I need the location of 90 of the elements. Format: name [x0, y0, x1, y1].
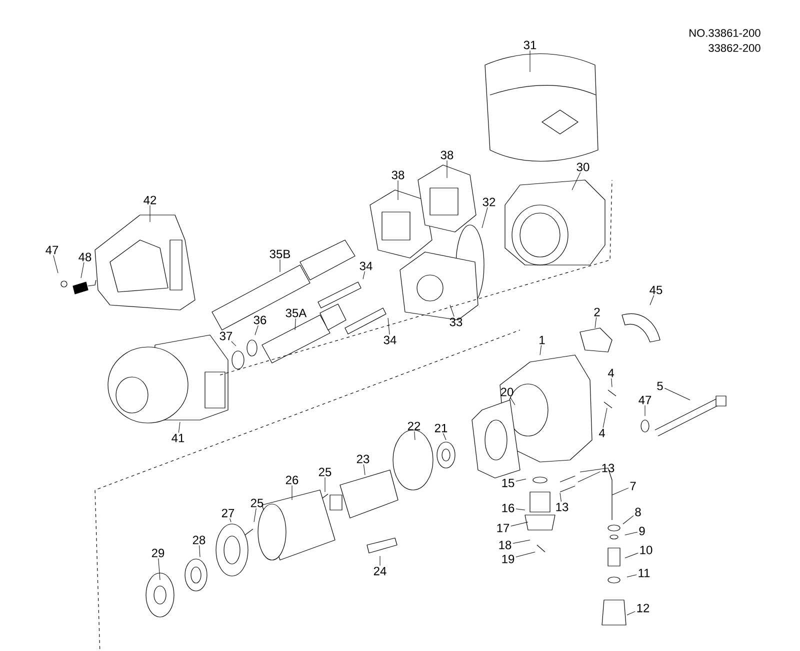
leader-line: [231, 341, 236, 346]
callout-number: 1: [540, 336, 545, 344]
callout-number: 29: [152, 548, 164, 558]
leader-line: [602, 408, 608, 428]
callout-number: 15: [502, 478, 514, 488]
callout-number: 11: [638, 568, 650, 578]
leader-line: [664, 388, 690, 400]
leader-line: [510, 397, 516, 406]
leader-line: [540, 345, 542, 356]
callout-number: 19: [502, 554, 514, 564]
leader-line: [254, 325, 258, 336]
leader-line: [626, 574, 637, 578]
leader-line: [254, 508, 256, 522]
callout-number: 4: [608, 368, 614, 378]
callout-number: 9: [639, 526, 645, 536]
leader-line: [446, 160, 448, 178]
part-number: 33862-200: [708, 44, 760, 52]
callout-number: 7: [630, 482, 636, 490]
leader-line: [158, 558, 160, 580]
callout-number: 2: [594, 308, 600, 316]
callout-number: 34: [360, 262, 372, 270]
leader-line: [578, 471, 600, 482]
callout-number: 34: [384, 336, 396, 344]
leader-line: [363, 464, 366, 476]
part-number: NO.33861-200: [690, 29, 760, 37]
callout-number: 12: [637, 604, 650, 612]
callout-number: 36: [254, 316, 266, 324]
leader-line: [612, 488, 629, 496]
callout-number: 45: [650, 286, 662, 294]
callout-number: 8: [635, 508, 641, 516]
callout-number: 38: [440, 150, 454, 160]
callout-number: 32: [482, 198, 496, 206]
leader-line: [516, 478, 526, 482]
leader-line: [516, 508, 526, 510]
callout-number: 13: [556, 502, 568, 512]
callout-number: 48: [78, 252, 92, 262]
callout-number: 47: [638, 396, 652, 404]
callout-number: 20: [500, 388, 514, 396]
leader-line: [414, 431, 416, 440]
callout-number: 27: [222, 508, 234, 518]
callout-number: 35B: [270, 250, 290, 258]
callout-number: 18: [499, 540, 512, 550]
leader-line: [80, 262, 84, 278]
leader-line: [294, 318, 296, 330]
leader-line: [624, 552, 638, 558]
leader-line: [199, 545, 200, 558]
leader-line: [178, 422, 180, 433]
callout-number: 16: [502, 504, 514, 512]
leader-line: [611, 378, 612, 388]
callout-number: 25: [318, 468, 332, 476]
leader-line: [626, 611, 636, 616]
leader-line: [362, 271, 365, 280]
leader-line: [443, 433, 446, 440]
callout-number: 41: [172, 434, 184, 442]
callout-number: 17: [497, 524, 510, 532]
callout-number: 13: [602, 464, 614, 472]
leader-line: [622, 515, 634, 524]
leader-line: [644, 405, 646, 416]
leader-line: [53, 255, 58, 274]
callout-number: 21: [434, 424, 448, 432]
leader-line: [650, 295, 654, 306]
callout-number: 28: [192, 536, 206, 544]
callout-number: 23: [356, 454, 370, 464]
leader-line: [388, 318, 390, 335]
callout-number: 22: [408, 422, 420, 430]
callout-number: 25: [250, 498, 264, 508]
callout-number: 30: [576, 162, 590, 172]
callout-number: 47: [46, 246, 58, 254]
leader-line: [450, 304, 454, 317]
callout-number: 4: [598, 428, 605, 438]
leader-line: [572, 172, 581, 190]
leader-line: [510, 522, 528, 526]
callout-number: 5: [657, 382, 663, 390]
callout-number: 42: [144, 196, 156, 204]
callout-number: 37: [220, 332, 232, 340]
leader-line: [324, 477, 326, 492]
leader-line: [230, 518, 232, 522]
callout-number: 35A: [286, 308, 307, 318]
leader-line: [482, 207, 488, 228]
callout-number: 33: [450, 318, 462, 326]
leader-line: [512, 540, 530, 544]
callout-number: 24: [374, 566, 386, 576]
leader-line: [516, 552, 536, 558]
callout-number: 38: [392, 170, 404, 180]
callout-number: 31: [524, 40, 536, 50]
leader-line: [594, 317, 597, 328]
leader-line: [560, 492, 562, 502]
callout-number: 26: [286, 476, 298, 484]
callout-number: 10: [640, 546, 652, 554]
leader-line: [624, 532, 638, 536]
